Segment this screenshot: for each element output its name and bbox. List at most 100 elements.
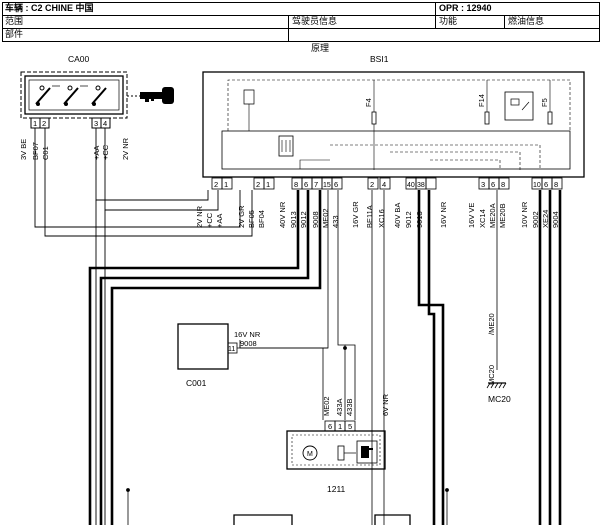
ca00-wires bbox=[34, 128, 253, 525]
mc20-conn: MC20 bbox=[487, 365, 496, 385]
ca00-right-group: 2V NR bbox=[121, 137, 130, 160]
wire-code: ME20A bbox=[488, 203, 497, 228]
function-label: 功能 bbox=[439, 16, 458, 26]
wire-code: 9012 bbox=[404, 211, 413, 228]
mc20-ground: /ME20 MC20 MC20 bbox=[486, 313, 511, 404]
ca00-code-bf07: BF07 bbox=[31, 142, 40, 160]
bsi-pin: 8 bbox=[294, 180, 298, 189]
bsi-pin: 6 bbox=[544, 180, 548, 189]
ca00-code-aa: +AA bbox=[92, 146, 101, 160]
wire-group: 16V NR bbox=[439, 201, 448, 228]
wire-code: 9004 bbox=[551, 211, 560, 228]
wire-code: XE24 bbox=[541, 210, 550, 228]
wire-code: BF04 bbox=[257, 210, 266, 228]
wire-code: XC14 bbox=[478, 209, 487, 228]
fuel-pump-icon bbox=[356, 440, 378, 464]
wire-group: 10V NR bbox=[520, 201, 529, 228]
bsi1-module: BSI1 F4 F14 F5 bbox=[202, 54, 585, 178]
wire-code: ME02 bbox=[321, 208, 330, 228]
mc20-wire: /ME20 bbox=[487, 313, 496, 335]
i211-label: 1211 bbox=[327, 484, 346, 494]
bsi-pin: 10 bbox=[533, 182, 541, 189]
fuse-f4: F4 bbox=[364, 98, 373, 107]
bsi1-pin-numbers: 2 1 2 1 8 6 7 15 6 2 4 40 38 3 6 8 10 6 … bbox=[214, 180, 558, 189]
wire-code: 9008 bbox=[311, 211, 320, 228]
bsi-pin: 8 bbox=[501, 180, 505, 189]
wire-group: 16V GR bbox=[351, 201, 360, 228]
ca00-code-cc: +CC bbox=[101, 144, 110, 160]
driver-info-label: 驾驶员信息 bbox=[292, 16, 338, 26]
fuel-info-label: 燃油信息 bbox=[508, 16, 545, 26]
principle-label: 原理 bbox=[311, 43, 330, 53]
ca00-pin-2: 2 bbox=[42, 119, 46, 128]
fuse-f5: F5 bbox=[540, 98, 549, 107]
bsi-pin: 1 bbox=[266, 180, 270, 189]
wire-group: 40V BA bbox=[393, 203, 402, 228]
opr-label: OPR : 12940 bbox=[439, 3, 492, 13]
bsi-pin: 3 bbox=[481, 180, 485, 189]
ca00-pin-1: 1 bbox=[33, 119, 37, 128]
bsi-pin: 6 bbox=[334, 180, 338, 189]
c001-wire-code: 9008 bbox=[240, 339, 257, 348]
bsi-pin: 15 bbox=[323, 182, 331, 189]
lower-components bbox=[233, 514, 411, 525]
wire-code: 9013 bbox=[289, 211, 298, 228]
header-table: 车辆 : C2 CHINE 中国 OPR : 12940 范围 驾驶员信息 功能… bbox=[2, 2, 600, 53]
i211-code: 433A bbox=[335, 398, 344, 416]
i211-code: ME02 bbox=[322, 396, 331, 416]
wire-code: BE11A bbox=[365, 205, 374, 228]
bsi-pin: 6 bbox=[491, 180, 495, 189]
thick-wires bbox=[88, 190, 562, 525]
ca00-label: CA00 bbox=[68, 54, 90, 64]
i211-fuel-sender: ME02 433A 433B 6V NR 6 1 5 M 1211 bbox=[286, 393, 390, 494]
i211-pin: 6 bbox=[328, 422, 332, 431]
svg-text:M: M bbox=[307, 451, 313, 458]
bsi-pin: 2 bbox=[370, 180, 374, 189]
wire-code: XC16 bbox=[377, 209, 386, 228]
wire-code: 433 bbox=[331, 215, 340, 228]
wire-group: 16V VE bbox=[467, 203, 476, 228]
c001-wire: 16V NR bbox=[234, 330, 261, 339]
bsi-pin: 8 bbox=[554, 180, 558, 189]
part-label: 部件 bbox=[5, 29, 24, 39]
i211-code: 433B bbox=[345, 398, 354, 416]
bsi-pin: 6 bbox=[304, 180, 308, 189]
wire-code: +AA bbox=[215, 214, 224, 228]
fuse-f14: F14 bbox=[477, 94, 486, 107]
bsi1-wire-labels: 2V NR +CC +AA 2V GR BF05 BF04 40V NR 901… bbox=[195, 201, 560, 228]
wire-code: 9002 bbox=[531, 211, 540, 228]
ground-icon bbox=[486, 382, 507, 389]
scope-label: 范围 bbox=[5, 16, 24, 26]
bsi-pin: 1 bbox=[224, 180, 228, 189]
wire-code: 9012 bbox=[299, 211, 308, 228]
ca00-code-c01: C01 bbox=[41, 146, 50, 160]
wire-group: 40V NR bbox=[278, 201, 287, 228]
bsi-pin: 4 bbox=[382, 180, 386, 189]
i211-pin: 1 bbox=[338, 422, 342, 431]
c001-component: 11 16V NR 9008 C001 bbox=[177, 323, 328, 388]
key-icon bbox=[127, 87, 174, 104]
mc20-label: MC20 bbox=[488, 394, 511, 404]
ca00-ignition-switch: CA00 1 2 3 4 3V BE 2V NR BF bbox=[19, 54, 174, 160]
c001-label: C001 bbox=[186, 378, 207, 388]
i211-pin: 5 bbox=[348, 422, 352, 431]
thin-wires bbox=[126, 190, 498, 525]
ca00-pin-4: 4 bbox=[103, 119, 107, 128]
wire-group: 2V GR bbox=[237, 205, 246, 228]
bsi-pin: 40 bbox=[407, 182, 415, 189]
c001-pin: 11 bbox=[228, 346, 235, 353]
i211-wire: 6V NR bbox=[381, 393, 390, 416]
wire-code: ME20B bbox=[498, 203, 507, 228]
bsi1-connectors bbox=[211, 177, 563, 190]
vehicle-label: 车辆 : C2 CHINE 中国 bbox=[5, 3, 94, 13]
bsi-pin: 7 bbox=[314, 180, 318, 189]
ca00-left-group: 3V BE bbox=[19, 139, 28, 160]
bsi1-label: BSI1 bbox=[370, 54, 389, 64]
bsi-pin: 2 bbox=[214, 180, 218, 189]
bsi-pin: 2 bbox=[256, 180, 260, 189]
wire-code: +CC bbox=[205, 212, 214, 228]
motor-icon: M bbox=[302, 445, 318, 461]
bsi-pin: 38 bbox=[417, 182, 425, 189]
wire-group: 2V NR bbox=[195, 205, 204, 228]
